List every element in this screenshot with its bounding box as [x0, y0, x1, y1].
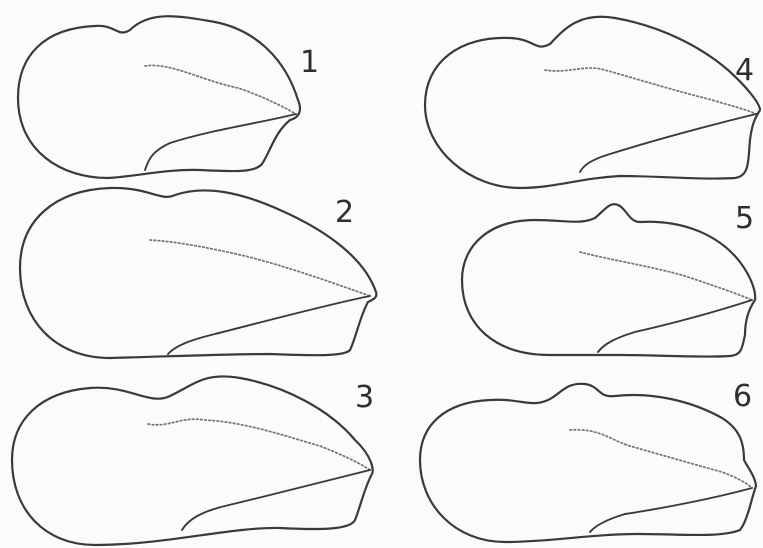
- shape-2-dotted-vein: [150, 240, 370, 296]
- shape-5-solid-vein: [598, 300, 752, 352]
- shape-1-dotted-vein: [145, 65, 296, 114]
- shape-2-label: 2: [335, 195, 354, 230]
- shape-4-solid-vein: [580, 114, 756, 172]
- shape-2-solid-vein: [168, 296, 370, 354]
- shape-4-outline: [425, 17, 760, 188]
- shape-1-outline: [18, 16, 300, 178]
- shape-6-solid-vein: [590, 488, 752, 532]
- shape-2: 2: [20, 188, 376, 358]
- shape-5-outline: [462, 204, 755, 357]
- shape-1: 1: [18, 16, 319, 178]
- shape-1-label: 1: [300, 45, 319, 80]
- shape-2-outline: [20, 188, 376, 358]
- shape-6-label: 6: [733, 379, 752, 414]
- shape-4-label: 4: [735, 53, 754, 88]
- shape-3-dotted-vein: [148, 419, 370, 470]
- shape-5-dotted-vein: [580, 252, 752, 300]
- shape-6: 6: [420, 379, 756, 542]
- shape-4: 4: [425, 17, 760, 188]
- shape-3-solid-vein: [182, 470, 370, 530]
- shape-3: 3: [12, 376, 374, 545]
- shape-6-dotted-vein: [570, 430, 752, 488]
- shape-5: 5: [462, 201, 755, 357]
- shape-4-dotted-vein: [545, 68, 756, 114]
- shape-3-label: 3: [355, 380, 374, 415]
- shape-5-label: 5: [735, 201, 754, 236]
- shape-6-outline: [420, 384, 756, 542]
